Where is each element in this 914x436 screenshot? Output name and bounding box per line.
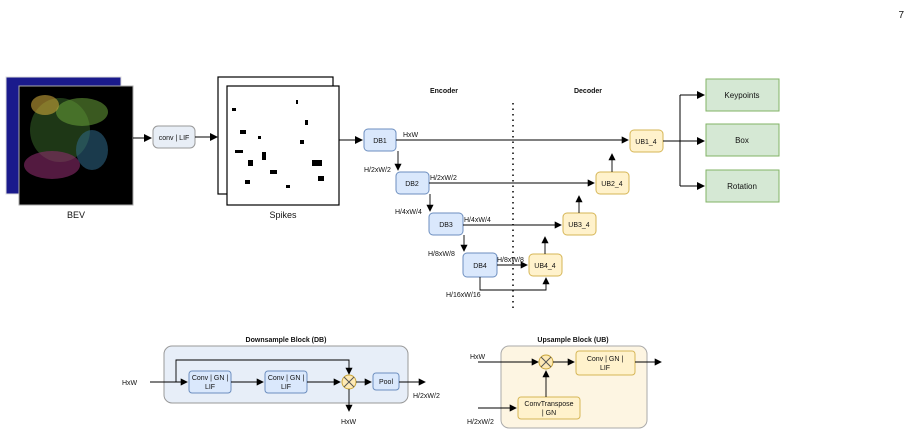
- encoder-title: Encoder: [430, 88, 458, 95]
- ub4-block: UB4_4: [528, 253, 563, 277]
- db-detail-conv2-line1: Conv | GN |: [268, 375, 304, 382]
- ub2-box: [595, 171, 630, 195]
- bev-point-cloud: [24, 95, 108, 179]
- ub-detail-conv: [575, 350, 636, 376]
- db1-block: DB1: [363, 128, 397, 152]
- box-head-box: [705, 123, 780, 157]
- down-label-3: H/8xW/8: [428, 251, 455, 258]
- conv-lif-label: conv | LIF: [159, 135, 190, 142]
- ub2-label: UB2_4: [601, 181, 623, 188]
- page-number: 7: [898, 10, 904, 21]
- db-detail-pool-label: Pool: [379, 379, 393, 386]
- down-label-2: H/4xW/4: [395, 209, 422, 216]
- skip-label-2: H/2xW/2: [430, 175, 457, 182]
- db1-label: DB1: [373, 138, 387, 145]
- spikes-label: Spikes: [269, 210, 297, 220]
- db-detail-multiply-icon: [341, 374, 357, 390]
- ub4-box: [528, 253, 563, 277]
- ub-detail-conv-line2: LIF: [600, 365, 610, 372]
- decoder-title: Decoder: [574, 88, 602, 95]
- ub3-block: UB3_4: [562, 212, 597, 236]
- db-detail-input-label: HxW: [122, 380, 138, 387]
- db-detail-residual-arrow: [175, 359, 353, 382]
- rotation-label: Rotation: [727, 182, 757, 191]
- box-head-label: Box: [735, 136, 749, 145]
- down-label-4: H/16xW/16: [446, 292, 481, 299]
- ub-detail-title: Upsample Block (UB): [537, 337, 608, 344]
- spikes-pattern: [232, 100, 324, 188]
- keypoints-label: Keypoints: [724, 91, 759, 100]
- spikes-front-image: [226, 85, 340, 206]
- ub1-block: UB1_4: [629, 129, 664, 153]
- db-detail-conv1-line2: LIF: [205, 384, 215, 391]
- db-detail-conv2-line2: LIF: [281, 384, 291, 391]
- ub3-label: UB3_4: [568, 222, 590, 229]
- keypoints-box: [705, 78, 780, 112]
- db-detail-output-label: H/2xW/2: [413, 393, 440, 400]
- db3-block: DB3: [428, 212, 464, 236]
- db-detail-skip-label: HxW: [341, 419, 357, 426]
- ub-detail-conv-line1: Conv | GN |: [587, 356, 623, 363]
- ub2-block: UB2_4: [595, 171, 630, 195]
- ub-detail-convtranspose-line2: | GN: [542, 410, 556, 417]
- spikes-image-stack: [217, 76, 340, 206]
- down-label-1: H/2xW/2: [364, 167, 391, 174]
- db-detail-title: Downsample Block (DB): [246, 337, 327, 344]
- down-arrow-4: [479, 277, 550, 291]
- bev-label: BEV: [67, 210, 85, 220]
- ub3-box: [562, 212, 597, 236]
- ub-detail-convtranspose: [517, 396, 581, 420]
- db4-label: DB4: [473, 263, 487, 270]
- ub4-label: UB4_4: [534, 263, 556, 270]
- ub1-label: UB1_4: [635, 139, 657, 146]
- db3-label: DB3: [439, 222, 453, 229]
- bev-image-stack: [5, 76, 134, 206]
- db-detail-conv1-line1: Conv | GN |: [192, 375, 228, 382]
- ub-detail-multiply-icon: [538, 354, 554, 370]
- db2-label: DB2: [405, 181, 419, 188]
- skip-label-4: H/8xW/8: [497, 257, 524, 264]
- rotation-box: [705, 169, 780, 203]
- db-detail-pool: [372, 372, 400, 391]
- db2-block: DB2: [395, 171, 430, 195]
- db4-block: DB4: [462, 252, 498, 278]
- skip-label-3: H/4xW/4: [464, 217, 491, 224]
- ub-detail-lower-input-label: H/2xW/2: [467, 419, 494, 426]
- ub-detail-input-label: HxW: [470, 354, 486, 361]
- ub-detail-convtranspose-line1: ConvTranspose: [524, 401, 573, 408]
- skip-label-1: HxW: [403, 132, 419, 139]
- db3-box: [428, 212, 464, 236]
